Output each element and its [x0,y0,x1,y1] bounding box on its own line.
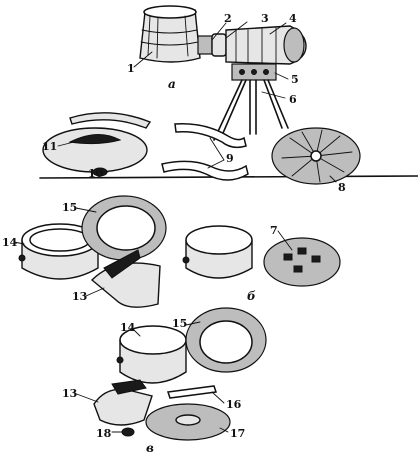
cutter-13-blade [103,249,141,279]
label-9: 9 [226,152,234,165]
ring-b-lug [182,256,190,264]
disk-11-slot [68,134,122,145]
label-10: 10 [88,167,104,180]
knob-c [263,69,269,75]
label-16: 16 [226,398,242,411]
ring-14v-lug [116,356,124,364]
section-label-v: в [146,441,154,455]
label-1: 1 [127,62,135,75]
clamp-lower [161,160,249,181]
label-2: 2 [224,12,232,25]
coupling-2 [197,35,213,55]
grater-blades [281,129,353,183]
cutter-13v-body [93,388,153,426]
part-labels: 1 2 3 4 5 6 9 10 11 8 15 14 13 7 14 15 1… [2,12,346,440]
disk-17 [145,403,231,441]
ring-14-b [18,223,99,280]
label-6: 6 [289,93,297,106]
flange-15-v [185,307,267,373]
disk-7-slot-d [293,265,303,273]
label-17: 17 [230,427,245,440]
label-7: 7 [270,224,278,237]
tripod-6 [213,79,283,141]
cutter-13-body [90,262,161,308]
label-11: 11 [42,140,57,153]
label-4: 4 [289,12,297,25]
knife-plate [69,112,152,129]
flange-15-b [81,195,167,261]
leader-lines [13,21,337,433]
label-8: 8 [338,181,346,194]
label-5: 5 [291,73,299,86]
clamps-9 [161,123,249,181]
disk-7 [263,237,341,287]
disk-7-slot-a [283,253,293,261]
nut-18 [121,427,135,437]
ring-b-top [185,225,253,255]
disk-7-slot-b [297,247,307,255]
housing-hatching [147,15,189,59]
clamp-upper [174,123,247,149]
section-label-b: б [247,289,256,303]
ring-14-inner [29,228,91,252]
motor-fins [235,27,277,65]
knob-a [239,69,245,75]
label-13-v: 13 [62,387,77,400]
blade-16 [167,385,217,399]
motor-end-cap [283,27,305,63]
grater-disk-8 [271,127,361,185]
label-14-b: 14 [2,236,18,249]
section-labels: а б в [146,77,256,455]
label-14-v: 14 [120,321,136,334]
housing-1 [139,9,201,63]
housing-rim [143,5,197,19]
flange-15v-hole [199,320,253,364]
disk-11 [42,112,152,177]
ring-14-v [116,325,187,384]
disk-7-slot-c [311,255,321,263]
disk-7-body [263,237,341,287]
cutter-13v-blade [111,379,147,395]
label-15-v: 15 [172,317,187,330]
section-label-a: а [168,77,176,91]
machine-assembly [139,5,307,141]
flange-15-hole [96,205,156,251]
knob-b [251,69,257,75]
disk-17-hub [175,414,201,426]
ring-b-right [182,225,253,279]
label-3: 3 [261,12,269,25]
cutter-13-v [93,379,153,426]
label-13-b: 13 [72,290,87,303]
cutter-13-b [90,249,161,308]
housing-bands [140,29,199,46]
label-15-b: 15 [62,201,77,214]
grater-hub [310,150,322,162]
tripod-6-edge [219,79,289,141]
label-18: 18 [96,427,112,440]
ring-14-lug [18,254,26,262]
